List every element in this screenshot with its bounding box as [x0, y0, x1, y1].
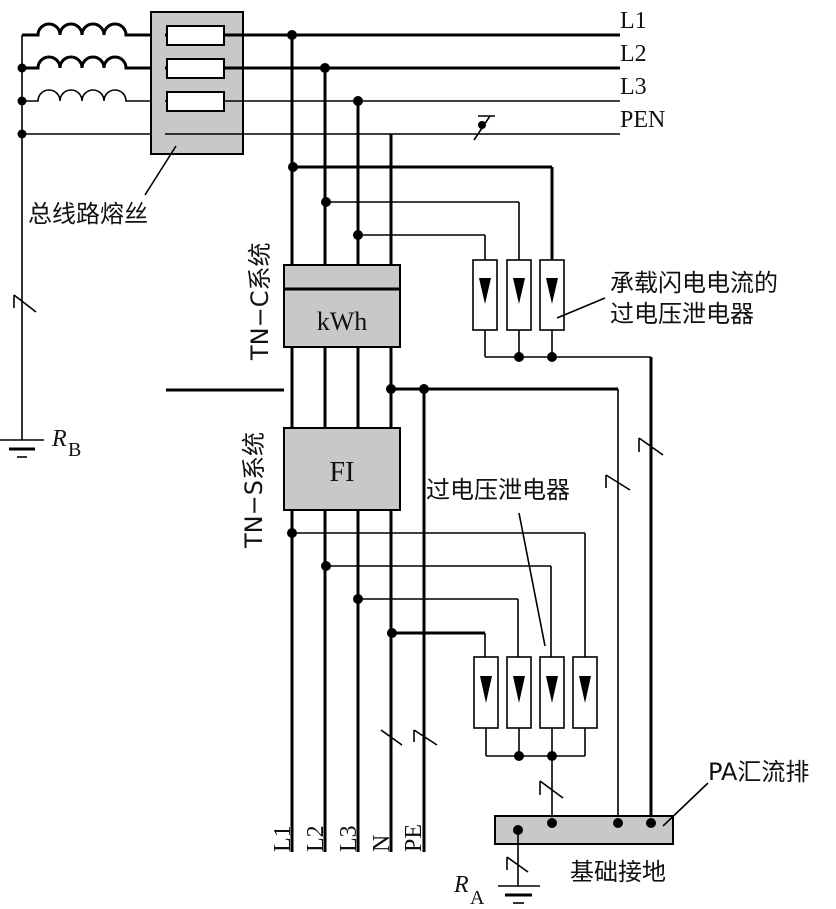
fi-breaker-label: FI	[330, 457, 355, 488]
tn-s-system-label: TN−S系统	[240, 432, 268, 549]
output-label-l2: L2	[303, 825, 329, 852]
arrester-c3	[539, 656, 565, 729]
arrester-b1	[472, 259, 498, 331]
pe-split	[386, 384, 631, 823]
ground-symbol-rb	[0, 439, 44, 458]
supply-label-pen: PEN	[620, 107, 665, 133]
surge-arrester-leader	[518, 512, 546, 647]
fuse-l2	[166, 58, 225, 79]
rb-subscript: B	[68, 439, 81, 461]
pa-busbar-leader	[662, 782, 709, 827]
arrester-b3	[539, 259, 565, 331]
arrester-c1	[473, 656, 499, 729]
ra-subscript: A	[470, 887, 485, 909]
output-label-n: N	[369, 835, 395, 852]
surge-arrester-feeds	[287, 528, 586, 658]
surge-arrester-label: 过电压泄电器	[426, 476, 570, 504]
fi-breaker[interactable]: FI	[283, 427, 401, 511]
arrester-c2	[506, 656, 532, 729]
fuse-l3	[166, 91, 225, 112]
arrester-b2	[506, 259, 532, 331]
kwh-meter[interactable]: kWh	[283, 264, 401, 348]
arrester-c4	[572, 656, 598, 729]
rb-label: R	[51, 426, 67, 452]
fuse-l1	[166, 25, 225, 46]
supply-label-l2: L2	[620, 41, 647, 67]
output-label-l1: L1	[270, 825, 296, 852]
transformer-coils: R B	[0, 22, 165, 461]
kwh-meter-label: kWh	[317, 307, 368, 336]
supply-label-l1: L1	[620, 8, 647, 34]
pen-marker	[473, 115, 495, 141]
lightning-arrester-label-1: 承载闪电电流的	[610, 269, 778, 297]
lightning-arrester-feeds	[288, 162, 554, 262]
surge-arresters	[473, 656, 598, 823]
pa-busbar[interactable]	[494, 815, 674, 845]
foundation-earth-label: 基础接地	[570, 858, 666, 886]
tn-c-system-label: TN−C系统	[246, 243, 274, 361]
lightning-current-arresters	[472, 259, 653, 823]
foundation-earth	[498, 830, 540, 904]
supply-label-l3: L3	[620, 74, 647, 100]
output-label-pe: PE	[401, 824, 427, 852]
output-label-l3: L3	[336, 825, 362, 852]
lightning-arrester-label-2: 过电压泄电器	[610, 300, 754, 328]
ra-label: R	[453, 872, 469, 898]
pa-busbar-label: PA汇流排	[708, 758, 809, 786]
main-fuse-label: 总线路熔丝	[28, 200, 148, 228]
